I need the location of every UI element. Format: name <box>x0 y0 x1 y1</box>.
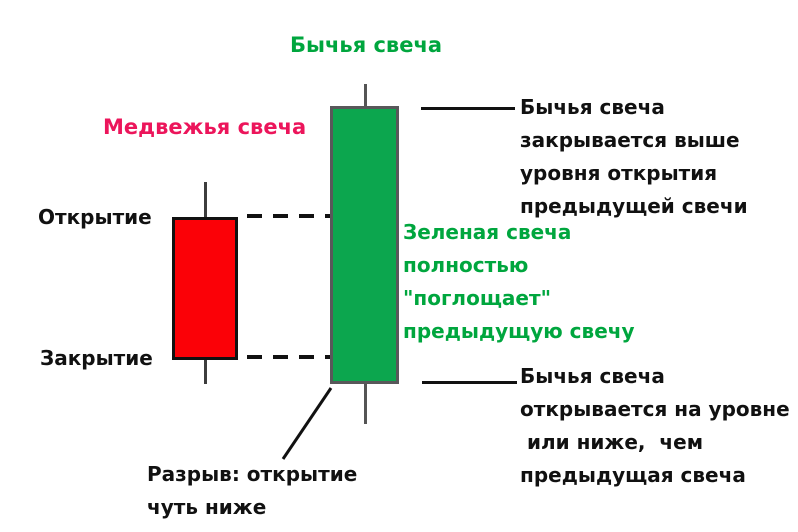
bearish-candle-title: Медвежья свеча <box>103 115 307 139</box>
close-above-annotation-line: закрывается выше <box>520 128 740 152</box>
engulf-annotation-line: предыдущую свечу <box>403 319 635 343</box>
close-level-dashed-line <box>247 355 330 359</box>
open-below-annotation-line: или ниже, чем <box>520 430 704 454</box>
open-below-annotation-line: Бычья свеча <box>520 364 665 388</box>
close-above-annotation: Бычья свеча закрывается выше уровня откр… <box>520 91 748 223</box>
engulf-annotation-line: Зеленая свеча <box>403 220 572 244</box>
close-price-label: Закрытие <box>40 346 153 370</box>
bullish-candle-title: Бычья свеча <box>290 33 443 57</box>
bullish-candle-lower-wick <box>364 384 367 424</box>
open-below-callout-line <box>422 381 517 384</box>
bullish-candle-upper-wick <box>364 84 367 107</box>
gap-annotation: Разрыв: открытие чуть ниже <box>147 458 357 524</box>
open-below-annotation-line: открывается на уровне <box>520 397 790 421</box>
close-above-callout-line <box>421 107 515 110</box>
bearish-candle-lower-wick <box>204 360 207 384</box>
gap-annotation-line: Разрыв: открытие <box>147 462 358 486</box>
gap-annotation-line: чуть ниже <box>147 495 267 519</box>
close-above-annotation-line: уровня открытия <box>520 161 718 185</box>
open-level-dashed-line <box>247 214 330 218</box>
bearish-candle-body <box>172 217 238 360</box>
engulf-annotation-line: "поглощает" <box>403 286 551 310</box>
gap-connector-line <box>281 387 333 460</box>
open-price-label: Открытие <box>38 205 152 229</box>
close-above-annotation-line: предыдущей свечи <box>520 194 748 218</box>
bearish-candle-upper-wick <box>204 182 207 218</box>
engulf-annotation-line: полностью <box>403 253 529 277</box>
bullish-candle-body <box>330 106 399 384</box>
open-below-annotation: Бычья свеча открывается на уровне или ни… <box>520 360 790 492</box>
engulf-annotation: Зеленая свеча полностью "поглощает" пред… <box>403 216 635 348</box>
close-above-annotation-line: Бычья свеча <box>520 95 665 119</box>
open-below-annotation-line: предыдущая свеча <box>520 463 746 487</box>
